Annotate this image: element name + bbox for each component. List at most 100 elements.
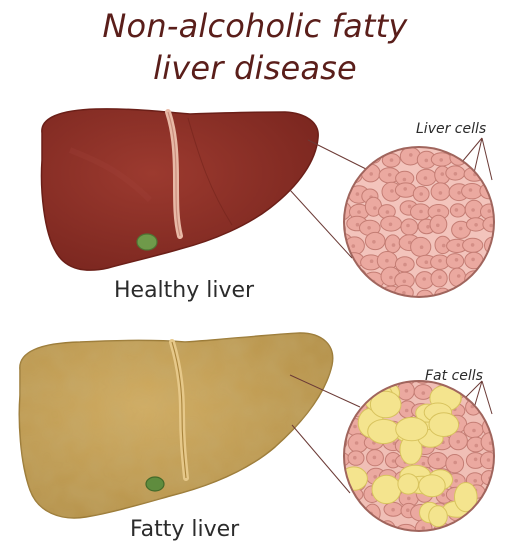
liver-cell — [332, 201, 351, 220]
cell-nucleus — [355, 374, 359, 378]
cell-nucleus — [474, 510, 478, 514]
cell-nucleus — [372, 240, 376, 244]
cell-nucleus — [336, 491, 340, 495]
cell-nucleus — [438, 259, 442, 263]
liver-cell — [462, 184, 483, 199]
fat-droplet — [429, 506, 448, 527]
cell-nucleus — [454, 172, 458, 176]
cell-nucleus — [350, 526, 354, 530]
cell-nucleus — [341, 190, 345, 194]
cell-nucleus — [385, 528, 389, 532]
tissue-cell — [332, 420, 347, 438]
cell-nucleus — [405, 378, 409, 382]
tissue-cell — [465, 519, 484, 537]
cell-nucleus — [457, 243, 461, 247]
liver-cell — [327, 221, 345, 238]
cell-nucleus — [392, 243, 396, 247]
fat-droplet — [419, 475, 445, 497]
cell-nucleus — [493, 277, 497, 281]
cell-nucleus — [439, 191, 443, 195]
tissue-cell — [483, 503, 499, 520]
cell-nucleus — [340, 457, 344, 461]
cell-nucleus — [473, 479, 477, 483]
cell-nucleus — [405, 409, 409, 413]
cell-nucleus — [353, 425, 357, 429]
cell-nucleus — [422, 462, 426, 466]
cell-nucleus — [420, 373, 424, 377]
cell-nucleus — [389, 276, 393, 280]
liver-cell — [361, 288, 382, 306]
cell-nucleus — [457, 191, 461, 195]
cell-nucleus — [488, 209, 492, 213]
cell-nucleus — [489, 523, 493, 527]
cell-nucleus — [338, 258, 342, 262]
cell-nucleus — [471, 526, 475, 530]
tissue-cell — [366, 372, 385, 386]
cell-nucleus — [491, 496, 495, 500]
cell-nucleus — [338, 407, 342, 411]
liver-cell — [450, 291, 470, 305]
cell-nucleus — [339, 279, 343, 283]
cell-nucleus — [491, 373, 495, 377]
cell-nucleus — [337, 144, 341, 148]
cell-nucleus — [492, 171, 496, 175]
cell-nucleus — [373, 154, 377, 158]
cell-nucleus — [456, 295, 460, 299]
page-title-line-2: liver disease — [0, 48, 510, 88]
cell-nucleus — [457, 274, 461, 278]
cell-nucleus — [472, 429, 476, 433]
cell-nucleus — [334, 228, 338, 232]
fat-droplet — [396, 417, 428, 440]
cell-nucleus — [389, 223, 393, 227]
liver-cell — [368, 134, 385, 150]
cell-nucleus — [487, 458, 491, 462]
cell-nucleus — [355, 441, 359, 445]
cell-nucleus — [335, 377, 339, 381]
cell-nucleus — [425, 159, 429, 163]
tissue-cell — [482, 367, 502, 382]
tissue-cell — [363, 520, 382, 538]
liver-cell — [346, 287, 363, 303]
cell-nucleus — [402, 291, 406, 295]
fatty-liver-icon — [19, 333, 332, 518]
fatty-liver-label: Fatty liver — [130, 517, 239, 543]
cell-nucleus — [422, 391, 426, 395]
cell-nucleus — [438, 275, 442, 279]
liver-cells-label: Liver cells — [416, 120, 486, 138]
tissue-cell — [330, 402, 349, 416]
cell-nucleus — [406, 508, 410, 512]
liver-cell — [485, 272, 504, 287]
cell-nucleus — [426, 225, 430, 229]
cell-nucleus — [458, 142, 462, 146]
cell-nucleus — [490, 510, 494, 514]
cell-nucleus — [339, 473, 343, 477]
tissue-cell — [348, 370, 366, 384]
cell-nucleus — [475, 444, 479, 448]
cell-nucleus — [488, 138, 492, 142]
cell-nucleus — [472, 393, 476, 397]
cell-nucleus — [340, 393, 344, 397]
cell-nucleus — [424, 176, 428, 180]
liver-cells-magnified-icon — [326, 131, 503, 306]
cell-nucleus — [442, 244, 446, 248]
tissue-cell — [332, 452, 349, 466]
cell-nucleus — [388, 173, 392, 177]
cell-nucleus — [403, 178, 407, 182]
tissue-cell — [350, 506, 366, 520]
cell-nucleus — [493, 295, 497, 299]
cell-nucleus — [367, 226, 371, 230]
cell-nucleus — [420, 245, 424, 249]
cell-nucleus — [441, 531, 445, 535]
liver-cell — [446, 254, 463, 269]
cell-nucleus — [351, 176, 355, 180]
cell-nucleus — [437, 209, 441, 213]
cell-nucleus — [357, 512, 361, 516]
fat-cells-label: Fat cells — [425, 367, 483, 385]
cell-nucleus — [391, 508, 395, 512]
cell-nucleus — [439, 158, 443, 162]
tissue-cell — [330, 506, 349, 523]
cell-nucleus — [335, 173, 339, 177]
liver-cell — [332, 138, 349, 152]
cell-nucleus — [442, 142, 446, 146]
cell-nucleus — [455, 258, 459, 262]
